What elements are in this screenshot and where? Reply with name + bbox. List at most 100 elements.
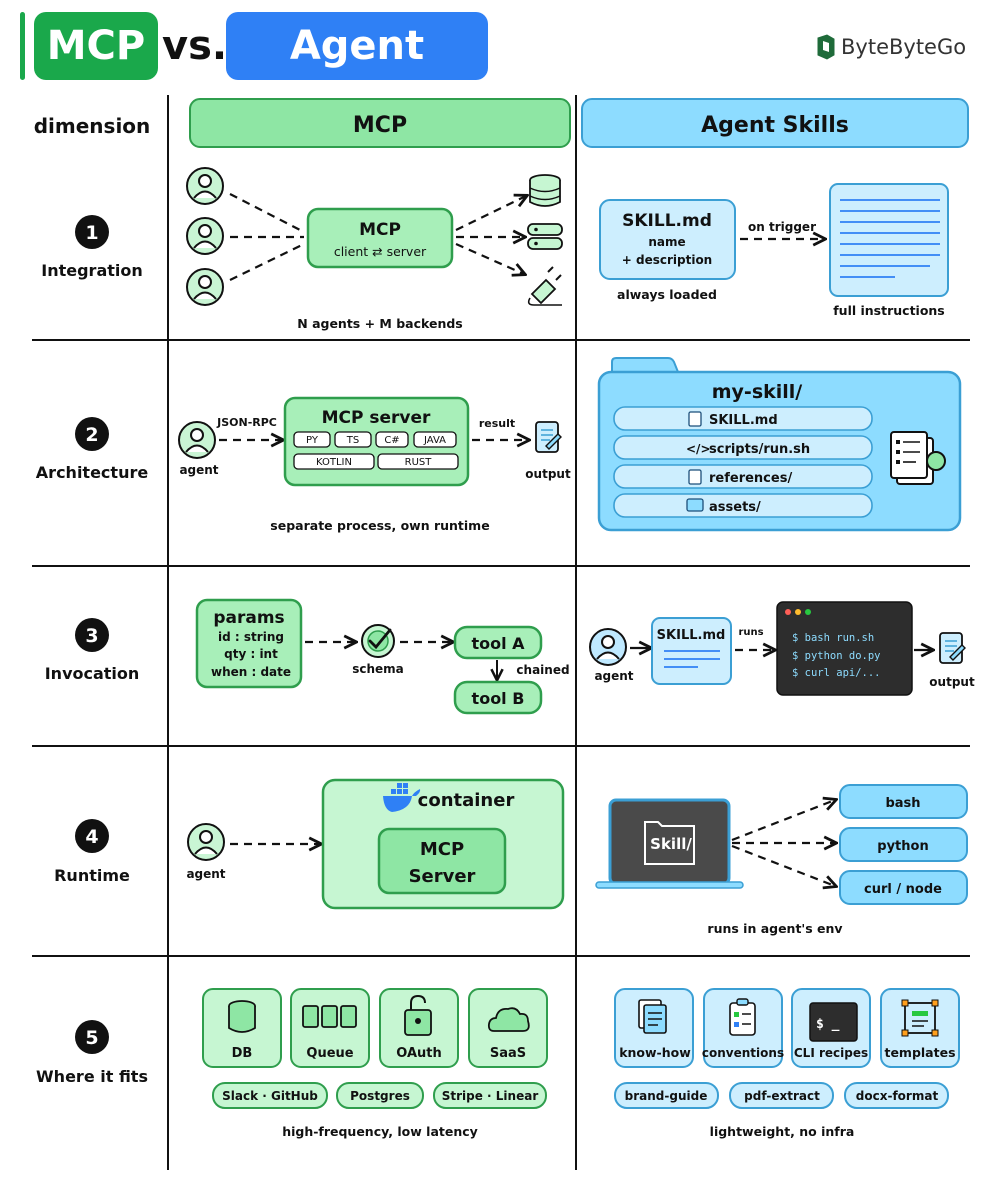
docs-icon <box>638 999 667 1034</box>
tool-b-label: tool B <box>472 689 525 708</box>
output-scroll-icon <box>535 421 562 453</box>
skills-header-label: Agent Skills <box>701 113 849 138</box>
skills-fits-caption: lightweight, no infra <box>710 1124 855 1139</box>
laptop-icon: Skill/ <box>595 798 744 889</box>
runtime-target: bash <box>885 796 920 811</box>
lang-chip: RUST <box>405 457 433 468</box>
mcp-server-line2: Server <box>409 866 476 887</box>
brand-logo: ByteByteGo <box>815 32 966 62</box>
schema-label: schema <box>352 662 404 676</box>
lang-chip: TS <box>346 435 359 446</box>
brand-name: ByteByteGo <box>841 35 967 59</box>
chained-label: chained <box>516 663 569 677</box>
file-item: SKILL.md <box>709 413 778 428</box>
mcp-fits: DB Queue OAuth SaaS Slack · GitHub Postg… <box>202 988 548 1139</box>
title-accent-bar <box>20 12 25 80</box>
row-number-3: 3 <box>85 625 98 647</box>
row-label-invocation: 3 Invocation <box>45 618 139 683</box>
row-title-integration: Integration <box>41 261 143 280</box>
skill-md-label: SKILL.md <box>657 628 726 643</box>
folder-name: my-skill/ <box>712 381 803 403</box>
row-number-5: 5 <box>85 1027 98 1049</box>
fit-card-label: know-how <box>619 1045 691 1060</box>
runtime-target: curl / node <box>864 882 942 897</box>
row-title-where-it-fits: Where it fits <box>36 1067 148 1086</box>
skills-integration: SKILL.md name + description always loade… <box>599 183 949 318</box>
mcp-column-header: MCP <box>189 98 571 148</box>
table-grid <box>32 95 970 1170</box>
database-icon <box>228 1000 256 1033</box>
mcp-integration-caption: N agents + M backends <box>297 316 463 331</box>
row-label-integration: 1 Integration <box>41 215 143 280</box>
output-label: output <box>929 675 975 689</box>
checklist-doc-icon <box>890 431 946 485</box>
fit-card-label: Queue <box>306 1046 353 1061</box>
row-label-where-it-fits: 5 Where it fits <box>36 1020 148 1086</box>
skill-md-title: SKILL.md <box>622 211 712 231</box>
title-mcp: MCP <box>34 12 158 80</box>
fit-card-label: OAuth <box>396 1046 442 1061</box>
agent-icon <box>186 167 224 205</box>
row-number-2: 2 <box>85 424 98 446</box>
unlock-icon <box>404 994 432 1036</box>
terminal-line: $ bash run.sh <box>792 632 874 644</box>
lang-chip: PY <box>306 435 319 446</box>
fit-card-label: DB <box>232 1046 253 1061</box>
on-trigger-label: on trigger <box>748 220 816 234</box>
schema-check-icon <box>361 624 395 658</box>
dimension-header: dimension <box>34 114 151 138</box>
param-item: qty : int <box>224 647 278 661</box>
file-item: references/ <box>709 471 792 486</box>
lang-chip: C# <box>384 435 399 446</box>
row-number-1: 1 <box>85 222 98 244</box>
row-label-architecture: 2 Architecture <box>36 417 149 482</box>
mcp-runtime: agent container MCP Server <box>186 778 565 910</box>
skills-column-header: Agent Skills <box>581 98 969 148</box>
fit-tag: Postgres <box>350 1089 410 1103</box>
plug-icon <box>527 266 562 306</box>
mcp-server-title: MCP server <box>322 408 431 428</box>
fit-card-label: SaaS <box>490 1046 526 1061</box>
param-item: id : string <box>218 630 284 644</box>
agent-icon <box>589 628 627 666</box>
terminal-icon: $ _ <box>809 1002 858 1042</box>
skill-md-name: name <box>648 235 685 249</box>
database-icon <box>529 174 561 207</box>
laptop-folder-label: Skill/ <box>650 835 692 853</box>
row-title-architecture: Architecture <box>36 463 149 482</box>
fit-card-label: templates <box>884 1045 955 1060</box>
agent-icon <box>186 268 224 306</box>
agent-icon <box>178 421 216 459</box>
reference-icon <box>688 469 702 485</box>
container-label: container <box>418 790 515 811</box>
fit-card-label: CLI recipes <box>794 1046 868 1060</box>
fit-card-label: conventions <box>702 1046 784 1060</box>
clipboard-icon <box>729 998 756 1036</box>
mcp-fits-caption: high-frequency, low latency <box>282 1124 478 1139</box>
result-label: result <box>479 417 515 430</box>
agent-label: agent <box>179 463 218 477</box>
skill-folder: my-skill/ SKILL.md </> scripts/run.sh re… <box>597 357 962 532</box>
agent-label: agent <box>594 669 633 683</box>
docker-whale-icon <box>383 783 421 812</box>
folder-files: SKILL.md </> scripts/run.sh references/ … <box>613 406 873 518</box>
mcp-architecture: agent JSON-RPC MCP server PY TS C# JAVA … <box>178 396 571 533</box>
bytebytego-icon <box>817 34 835 60</box>
fit-tag: Slack · GitHub <box>222 1089 318 1103</box>
tool-a-label: tool A <box>471 634 525 653</box>
mcp-header-label: MCP <box>353 113 407 138</box>
terminal-line: $ curl api/... <box>792 667 881 679</box>
fit-tag: Stripe · Linear <box>442 1089 539 1103</box>
row-title-runtime: Runtime <box>54 866 130 885</box>
cloud-icon <box>487 1007 530 1032</box>
title-vs: vs. <box>162 23 228 69</box>
agent-label: agent <box>186 867 225 881</box>
document-icon <box>688 411 702 427</box>
row-label-runtime: 4 Runtime <box>54 819 130 885</box>
full-instructions-caption: full instructions <box>833 303 945 318</box>
output-label: output <box>525 467 571 481</box>
lang-chip: KOTLIN <box>316 457 352 468</box>
architecture-caption: separate process, own runtime <box>270 518 489 533</box>
fit-tag: docx-format <box>856 1089 939 1103</box>
